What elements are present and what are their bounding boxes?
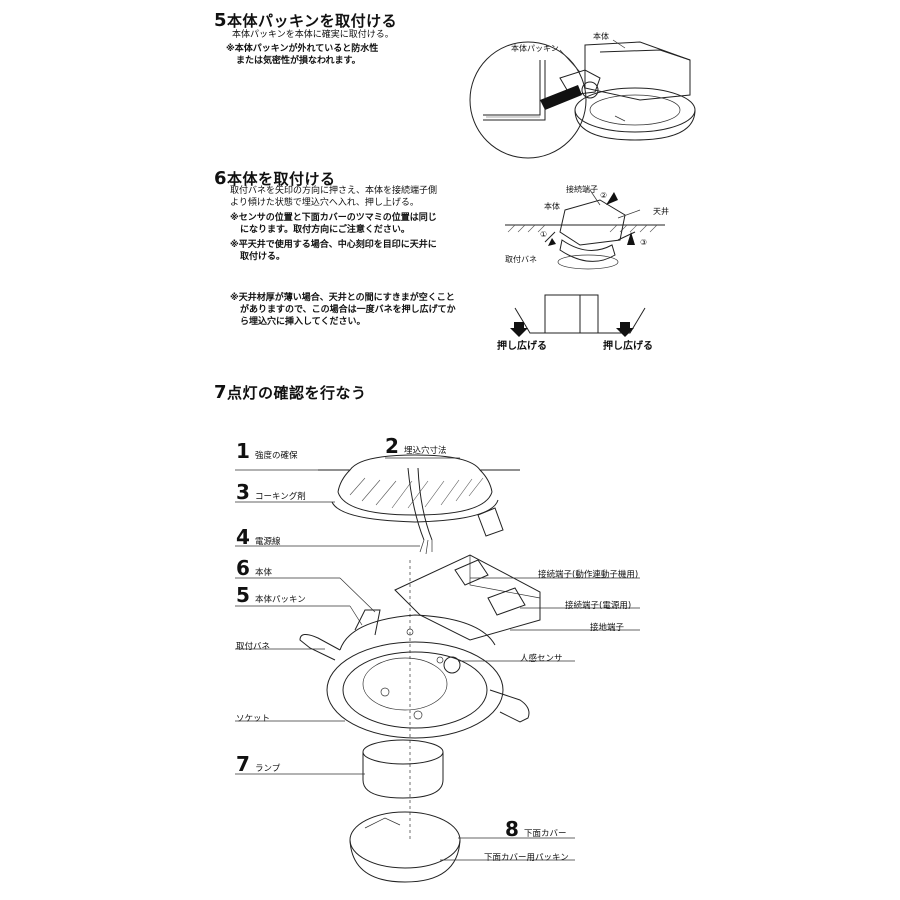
step6-number: 6	[214, 168, 228, 189]
part-callout-7: 7 ランプ	[236, 754, 280, 775]
step5-label-body: 本体	[593, 32, 609, 41]
part-callout-1: 1 強度の確保	[236, 441, 298, 462]
step6-title: 本体を取付ける	[227, 170, 336, 188]
step5-illustration	[469, 39, 696, 159]
step7-number: 7	[214, 382, 228, 403]
step5-note-line2: または気密性が損なわれます。	[236, 56, 361, 66]
step6-note1-line1: ※センサの位置と下面カバーのツマミの位置は同じ	[230, 213, 437, 223]
label-socket: ソケット	[236, 714, 271, 724]
step6-label-ceiling: 天井	[653, 207, 669, 216]
step6-mark-3: ③	[640, 238, 648, 247]
step6-label-body: 本体	[544, 202, 560, 211]
exploded-view	[235, 454, 640, 883]
step6-note2-line1: ※平天井で使用する場合、中心刻印を目印に天井に	[230, 240, 437, 250]
part-name: 電源線	[255, 537, 281, 547]
part-name: 本体パッキン	[255, 595, 306, 605]
step5-number: 5	[214, 10, 228, 31]
step6-mount-illustration	[505, 189, 665, 270]
step6-label-terminal: 接続端子	[566, 185, 598, 194]
step6-note1-line2: になります。取付方向にご注意ください。	[240, 225, 410, 235]
part-callout-2: 2 埋込穴寸法	[385, 436, 447, 457]
step6-desc-line1: 取付バネを矢印の方向に押さえ、本体を接続端子側	[230, 186, 438, 196]
part-name: コーキング剤	[255, 492, 306, 502]
part-callout-3: 3 コーキング剤	[236, 482, 306, 503]
step6-mark-2: ②	[600, 191, 608, 200]
part-number: 4	[236, 525, 250, 549]
step6-label-spring: 取付バネ	[505, 255, 537, 264]
part-number: 2	[385, 434, 399, 458]
part-number: 7	[236, 752, 250, 776]
step6-note2-line2: 取付ける。	[240, 252, 286, 262]
part-name: 埋込穴寸法	[404, 446, 447, 456]
part-callout-4: 4 電源線	[236, 527, 281, 548]
part-callout-5: 5 本体パッキン	[236, 585, 306, 606]
label-mounting-spring: 取付バネ	[236, 642, 271, 652]
label-ground-terminal: 接地端子	[590, 623, 625, 633]
part-name: ランプ	[255, 764, 281, 774]
label-cover-packing: 下面カバー用パッキン	[484, 853, 569, 863]
step5-label-packing: 本体パッキン	[511, 44, 559, 53]
step6-desc-line2: より傾けた状態で埋込穴へ入れ、押し上げる。	[230, 198, 419, 208]
step7-heading: 7点灯の確認を行なう	[214, 382, 367, 403]
part-number: 5	[236, 583, 250, 607]
part-callout-6: 6 本体	[236, 558, 272, 579]
step6-note3-line3: ら埋込穴に挿入してください。	[240, 317, 366, 327]
step5-description: 本体パッキンを本体に確実に取付ける。	[232, 30, 394, 40]
step6-heading: 6本体を取付ける	[214, 168, 336, 189]
step5-title: 本体パッキンを取付ける	[227, 12, 398, 30]
part-number: 1	[236, 439, 250, 463]
part-name: 本体	[255, 568, 273, 578]
label-terminal-link: 接続端子(動作連動子機用)	[538, 570, 639, 580]
step6-note3-line1: ※天井材厚が薄い場合、天井との間にすきまが空くこと	[230, 293, 455, 303]
step6-push-illustration	[510, 294, 646, 337]
part-name: 下面カバー	[524, 829, 567, 839]
step5-note-line1: ※本体パッキンが外れていると防水性	[226, 44, 379, 54]
label-terminal-power: 接続端子(電源用)	[565, 601, 632, 611]
step6-note3-line2: がありますので、この場合は一度バネを押し広げてか	[240, 305, 456, 315]
label-motion-sensor: 人感センサ	[520, 654, 563, 664]
part-number: 3	[236, 480, 250, 504]
part-number: 8	[505, 817, 519, 841]
part-name: 強度の確保	[255, 451, 298, 461]
step6-mark-1: ①	[540, 230, 548, 239]
push-apart-left-label: 押し広げる	[497, 341, 547, 352]
step7-title: 点灯の確認を行なう	[227, 384, 367, 402]
push-apart-right-label: 押し広げる	[603, 341, 653, 352]
part-callout-8: 8 下面カバー	[505, 819, 567, 840]
part-number: 6	[236, 556, 250, 580]
step5-heading: 5本体パッキンを取付ける	[214, 10, 397, 31]
